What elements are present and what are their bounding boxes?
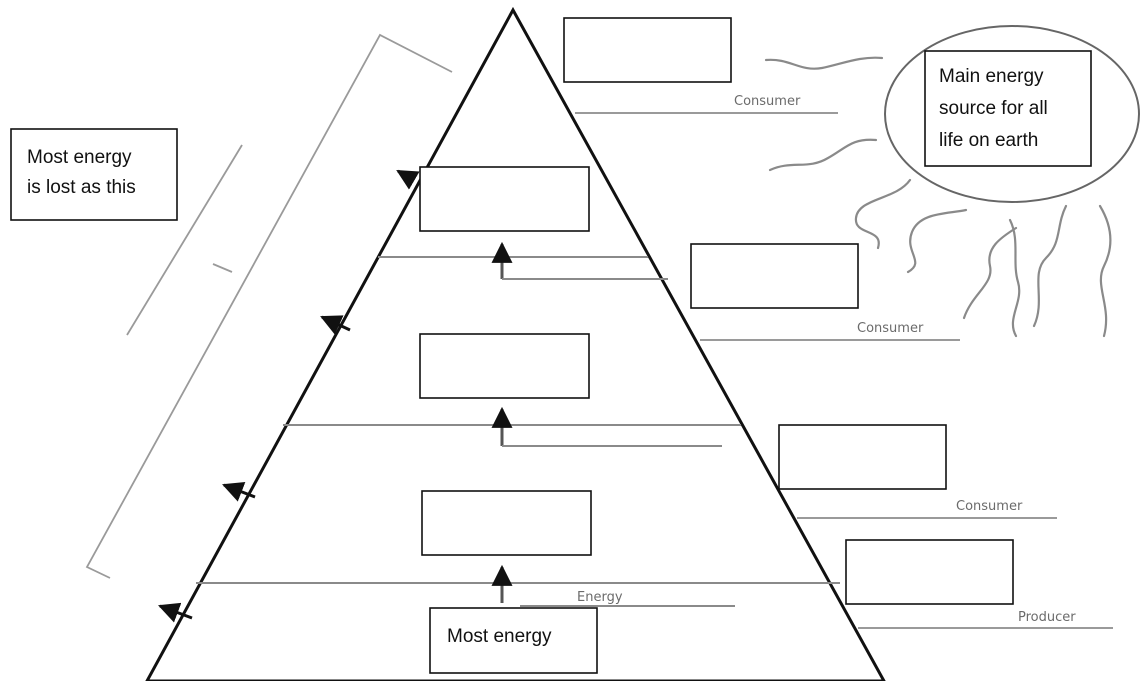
answer-box-right-3 [778,424,947,490]
level-label-bottom: Producer [1018,610,1076,625]
energy-flow-arrow-top [491,241,668,280]
answer-box-top-right [563,17,732,83]
base-callout-text: Most energy [447,626,552,647]
heat-loss-bracket [85,33,453,579]
answer-box-level-4 [419,166,590,232]
heat-loss-callout-box [10,128,178,221]
answer-box-right-4 [845,539,1014,605]
heat-loss-text-line-1: Most energy [27,147,132,168]
energy-pyramid [145,6,886,681]
bracket-tick [212,263,233,273]
energy-arrow-label: Energy [577,590,623,605]
level-label-top: Consumer [734,94,801,109]
energy-flow-arrow-bottom [491,564,735,607]
sun-text-line-3: life on earth [939,130,1039,151]
level-label-second: Consumer [956,499,1023,514]
heat-loss-text-line-2: is lost as this [27,177,136,198]
answer-box-level-3 [419,333,590,399]
energy-flow-arrow-middle [491,406,722,447]
sun-text-line-1: Main energy [939,66,1044,87]
sun-rays [764,56,1112,338]
answer-box-right-2 [690,243,859,309]
base-callout-box [429,607,598,674]
sun-text-line-2: source for all [939,98,1048,119]
answer-box-level-2 [421,490,592,556]
heat-loss-arrows [158,169,420,623]
sun-circle [884,25,1140,203]
sun-callout-box [924,50,1092,167]
level-label-third: Consumer [857,321,924,336]
bracket-pointer-line [126,144,243,336]
